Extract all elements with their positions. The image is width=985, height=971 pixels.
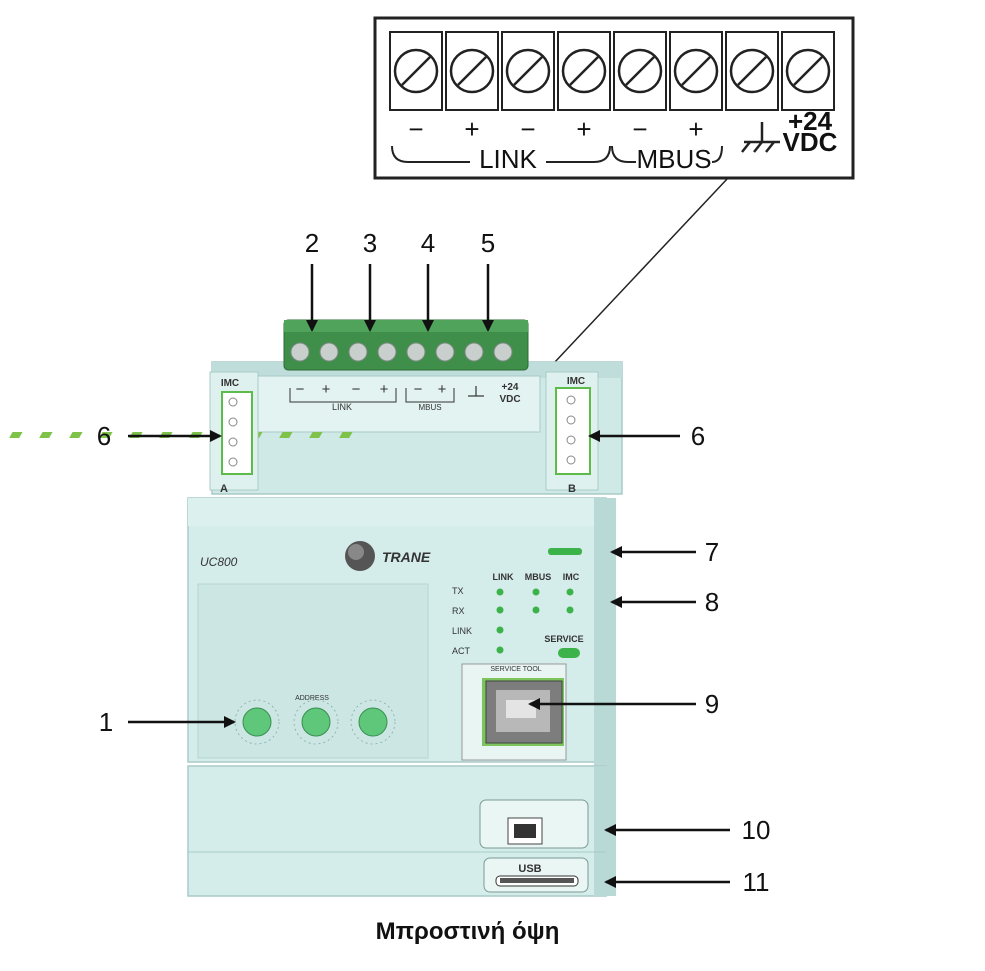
led-column-label: IMC [563, 572, 580, 582]
ethernet-port [479, 799, 589, 849]
service-button [558, 648, 580, 658]
connector-supply-label: +24 [502, 382, 519, 393]
callout-5: 5 [481, 228, 495, 258]
led-matrix: LINK MBUS IMC TX RX LINK ACT SERVICE [452, 572, 584, 658]
terminal-screws [389, 31, 835, 111]
terminal-screw [501, 31, 555, 111]
mbus-bracket [611, 145, 723, 163]
callout-4: 4 [421, 228, 435, 258]
led-row-label: RX [452, 606, 465, 616]
terminal-screw [389, 31, 443, 111]
imc-port-left: IMC A [209, 371, 259, 495]
ground-icon [741, 122, 780, 153]
link-group-label: LINK [479, 144, 537, 174]
mbus-group-label: MBUS [636, 144, 711, 174]
service-tool-port: SERVICE TOOL [461, 663, 567, 761]
callout-8: 8 [705, 587, 719, 617]
connector-supply-label: VDC [499, 394, 520, 405]
callout-7: 7 [705, 537, 719, 567]
callout-arrows [128, 264, 730, 888]
service-tool-label: SERVICE TOOL [490, 666, 541, 673]
link-bracket [391, 145, 611, 163]
led-row-label: ACT [452, 646, 471, 656]
controller-device: − + − + − + LINK MBUS +24 VDC IMC A I [9, 319, 623, 897]
status-led-bar [548, 548, 582, 555]
polarity-sign: + [688, 114, 703, 144]
inset-leader-line [537, 177, 729, 381]
polarity-sign: − [632, 114, 647, 144]
svg-text:+: + [380, 381, 389, 398]
callout-1: 1 [99, 707, 113, 737]
usb-label: USB [518, 863, 541, 875]
callout-6-left: 6 [97, 421, 111, 451]
led-column-label: LINK [493, 572, 514, 582]
imc-port-right: IMC B [545, 371, 599, 495]
trane-logo: TRANE [345, 541, 431, 571]
brand-label: TRANE [382, 549, 431, 565]
usb-port: USB [483, 857, 589, 893]
imc-left-label: IMC [221, 378, 239, 389]
svg-text:+: + [438, 381, 447, 398]
connector-labels: − + − + − + LINK MBUS +24 VDC [289, 381, 521, 412]
supply-label: VDC [783, 127, 838, 157]
svg-text:−: − [414, 381, 423, 398]
rotary-dial-icon [350, 699, 396, 745]
terminal-screw [445, 31, 499, 111]
led-column-label: MBUS [525, 572, 552, 582]
figure-caption: Μπροστινή όψη [375, 918, 560, 945]
port-b-label: B [568, 483, 576, 495]
rotary-dial-icon [234, 699, 280, 745]
polarity-sign: + [464, 114, 479, 144]
led-row-label: LINK [452, 626, 472, 636]
model-label: UC800 [200, 555, 238, 569]
green-terminal-block [283, 319, 529, 371]
polarity-sign: + [576, 114, 591, 144]
callout-10: 10 [742, 815, 771, 845]
supply-label: +24 [788, 106, 833, 136]
connector-mbus-label: MBUS [418, 403, 441, 412]
terminal-screw [781, 31, 835, 111]
svg-text:−: − [296, 381, 305, 398]
rotary-dial-icon [293, 699, 339, 745]
svg-text:+: + [322, 381, 331, 398]
polarity-sign: − [520, 114, 535, 144]
imc-right-label: IMC [567, 376, 585, 387]
callout-3: 3 [363, 228, 377, 258]
terminal-screw [557, 31, 611, 111]
port-a-label: A [220, 483, 228, 495]
service-label: SERVICE [544, 634, 583, 644]
svg-text:−: − [352, 381, 361, 398]
callout-2: 2 [305, 228, 319, 258]
address-dials [234, 699, 396, 745]
connector-ground-icon [468, 386, 484, 397]
terminal-block-inset: − + − + − + +24 VDC LINK MBUS [373, 16, 855, 180]
callout-6-right: 6 [691, 421, 705, 451]
terminal-screw [613, 31, 667, 111]
terminal-screw [669, 31, 723, 111]
callout-11: 11 [743, 867, 770, 897]
led-row-label: TX [452, 586, 464, 596]
callout-9: 9 [705, 689, 719, 719]
connector-link-label: LINK [332, 402, 352, 412]
terminal-screw [725, 31, 779, 111]
polarity-sign: − [408, 114, 423, 144]
address-label: ADDRESS [295, 695, 329, 702]
